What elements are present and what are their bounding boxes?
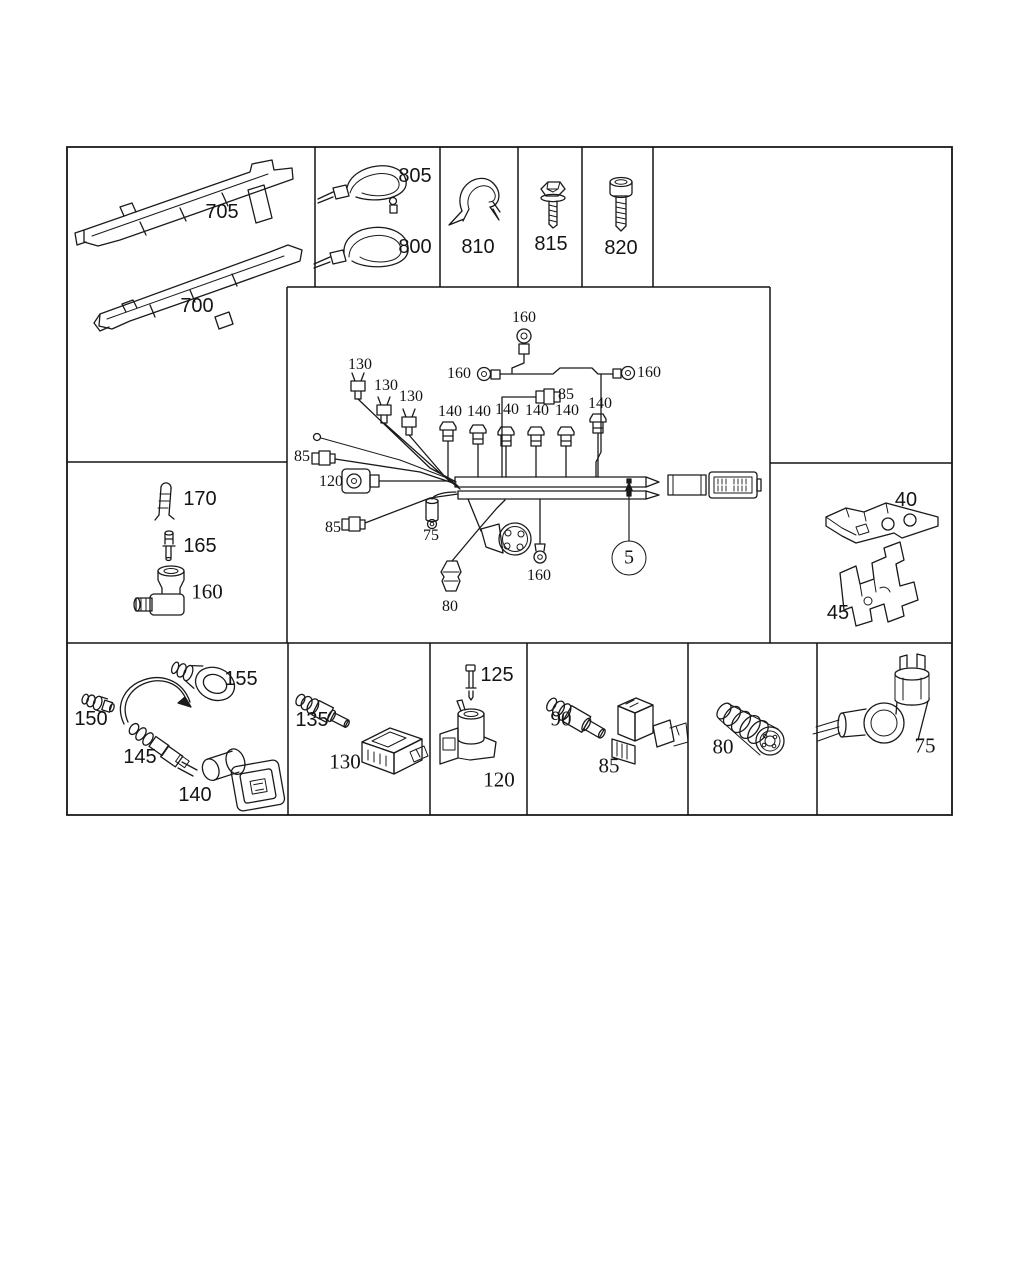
harness-label-85-top: 85 (558, 386, 574, 403)
part-label-140: 140 (178, 784, 212, 806)
part-705-cable-duct-drawing (74, 159, 294, 247)
part-label-135: 135 (295, 709, 329, 731)
harness-label-140-3: 140 (495, 401, 519, 418)
part-label-90: 90 (550, 706, 572, 731)
harness-label-160-left: 160 (447, 365, 471, 382)
part-170-terminal-drawing (154, 482, 175, 521)
harness-140-plugs (439, 413, 607, 478)
harness-drawing (311, 328, 762, 592)
part-label-805: 805 (398, 165, 432, 187)
harness-label-140-5: 140 (555, 402, 579, 419)
part-label-75: 75 (914, 733, 936, 758)
part-125-pin-drawing (465, 664, 477, 701)
part-label-160: 160 (191, 579, 223, 604)
part-label-85: 85 (598, 753, 620, 778)
part-label-125: 125 (480, 664, 514, 686)
harness-label-130-3: 130 (399, 388, 423, 405)
harness-label-75: 75 (423, 527, 439, 544)
part-label-40: 40 (894, 489, 918, 511)
grid-outer-border (66, 146, 953, 816)
part-label-800: 800 (398, 236, 432, 258)
part-130-housing-drawing (361, 727, 429, 775)
part-800-cable-tie-drawing (313, 226, 409, 269)
part-label-145: 145 (123, 746, 157, 768)
part-label-170: 170 (183, 488, 217, 510)
part-label-130: 130 (329, 749, 361, 774)
part-75-plug-drawing (812, 653, 930, 744)
part-label-815: 815 (534, 233, 568, 255)
part-815-screw-drawing (540, 181, 566, 229)
part-label-705: 705 (205, 201, 239, 223)
part-label-165: 165 (183, 535, 217, 557)
part-80-connector-drawing (716, 702, 785, 756)
part-label-155: 155 (224, 668, 258, 690)
harness-label-140-2: 140 (467, 403, 491, 420)
grid-cell-dividers (67, 147, 952, 815)
harness-label-160-right: 160 (637, 364, 661, 381)
part-label-700: 700 (180, 295, 214, 317)
part-805-cable-tie-drawing (317, 165, 407, 214)
part-label-45: 45 (826, 602, 850, 624)
part-90-pin-drawing (546, 697, 606, 739)
part-810-clamp-drawing (448, 177, 501, 226)
part-45-bracket-drawing (839, 541, 919, 627)
part-120-component-drawing (439, 699, 497, 765)
harness-label-140-4: 140 (525, 402, 549, 419)
harness-label-160-bottom: 160 (527, 567, 551, 584)
part-160-connector-drawing (133, 565, 185, 616)
part-135-pin-drawing (295, 693, 350, 728)
harness-label-85-low: 85 (325, 519, 341, 536)
harness-label-80: 80 (442, 598, 458, 615)
part-145-cable-drawing (119, 677, 198, 777)
part-700-cable-duct-drawing (93, 244, 303, 332)
part-40-bracket-drawing (825, 502, 939, 544)
harness-label-130-1: 130 (348, 356, 372, 373)
part-165-pin-drawing (162, 530, 176, 562)
harness-label-160-top: 160 (512, 309, 536, 326)
part-150-grommet-drawing (81, 693, 115, 713)
part-label-80: 80 (712, 734, 734, 759)
harness-label-140-6: 140 (588, 395, 612, 412)
harness-label-140-1: 140 (438, 403, 462, 420)
part-label-120: 120 (483, 767, 515, 792)
part-label-150: 150 (74, 708, 108, 730)
harness-label-130-2: 130 (374, 377, 398, 394)
callout-balloon-5: 5 (611, 540, 647, 576)
part-85-bracket-drawing (611, 697, 689, 765)
part-label-820: 820 (604, 237, 638, 259)
harness-label-120: 120 (319, 473, 343, 490)
part-140-connector-drawing (201, 748, 286, 812)
part-155-boot-drawing (170, 661, 236, 702)
harness-label-85-left: 85 (294, 448, 310, 465)
part-820-screw-drawing (609, 176, 633, 232)
part-label-810: 810 (461, 236, 495, 258)
